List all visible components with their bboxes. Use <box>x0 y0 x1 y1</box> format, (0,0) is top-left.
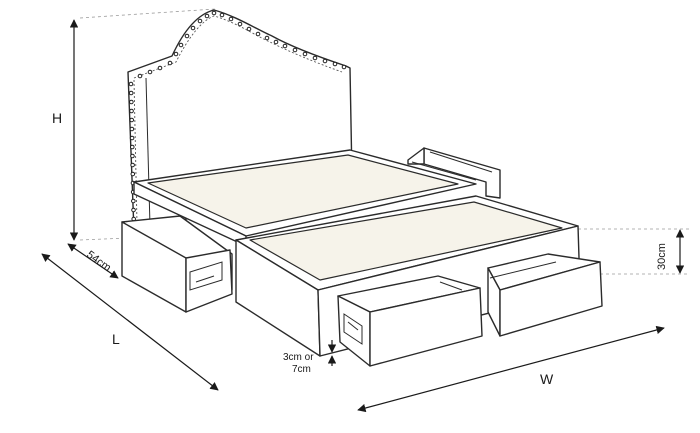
stud-icon <box>322 58 328 64</box>
stud-icon <box>167 60 173 66</box>
stud-icon <box>312 55 318 61</box>
stud-icon <box>219 12 225 18</box>
stud-icon <box>130 171 136 177</box>
stud-icon <box>197 18 203 24</box>
depth-dimension <box>67 243 119 279</box>
stud-icon <box>147 69 153 75</box>
stud-icon <box>332 61 338 67</box>
stud-icon <box>157 65 163 71</box>
width-dimension <box>357 325 665 413</box>
stud-icon <box>264 35 270 41</box>
clearance-label-line2: 7cm <box>292 364 311 375</box>
stud-icon <box>302 51 308 57</box>
stud-icon <box>129 117 135 123</box>
stud-icon <box>129 144 135 150</box>
drawer-height-label: 30cm <box>656 243 668 270</box>
stud-icon <box>178 42 184 48</box>
depth-label: 54cm <box>84 249 113 275</box>
stud-icon <box>128 81 134 87</box>
stud-icon <box>228 16 234 22</box>
stud-icon <box>131 198 136 204</box>
stud-icon <box>129 108 134 114</box>
stud-icon <box>246 26 252 32</box>
stud-icon <box>184 33 190 39</box>
stud-icon <box>130 153 135 159</box>
length-label: L <box>112 331 120 347</box>
stud-icon <box>237 21 243 27</box>
clearance-label-line1: 3cm or <box>283 352 314 363</box>
width-label: W <box>540 371 554 387</box>
stud-icon <box>129 126 135 132</box>
stud-icon <box>130 162 135 168</box>
stud-icon <box>204 13 210 19</box>
height-label: H <box>52 110 62 126</box>
stud-icon <box>128 90 134 96</box>
stud-icon <box>129 135 135 141</box>
stud-icon <box>341 64 347 70</box>
stud-icon <box>137 73 143 79</box>
stud-icon <box>190 25 196 31</box>
headboard-studs <box>128 10 347 222</box>
stud-icon <box>129 99 134 105</box>
stud-icon <box>131 207 136 213</box>
stud-icon <box>273 39 279 45</box>
stud-icon <box>211 10 217 16</box>
back-right-drawer <box>407 147 501 199</box>
stud-icon <box>255 31 261 37</box>
stud-icon <box>173 51 179 57</box>
stud-icon <box>282 43 288 49</box>
stud-icon <box>292 47 298 53</box>
right-front-drawer <box>487 253 603 337</box>
